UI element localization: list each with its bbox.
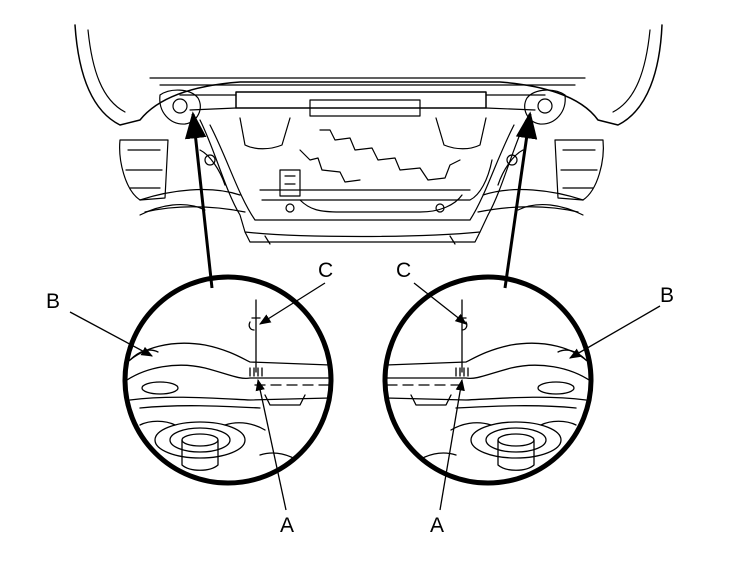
leader-arrow-left: [184, 111, 214, 289]
label-b-right: B: [660, 284, 674, 307]
label-c-left: C: [318, 259, 333, 282]
leader-arrow-right: [503, 111, 538, 289]
label-b-left: B: [46, 290, 60, 313]
label-a-right: A: [430, 514, 444, 537]
vehicle-underbody: [74, 24, 663, 245]
detail-circle-right: [382, 274, 594, 486]
callout-leaders: [69, 282, 661, 511]
detail-circle-left: [122, 274, 334, 486]
label-a-left: A: [280, 514, 294, 537]
label-c-right: C: [396, 259, 411, 282]
